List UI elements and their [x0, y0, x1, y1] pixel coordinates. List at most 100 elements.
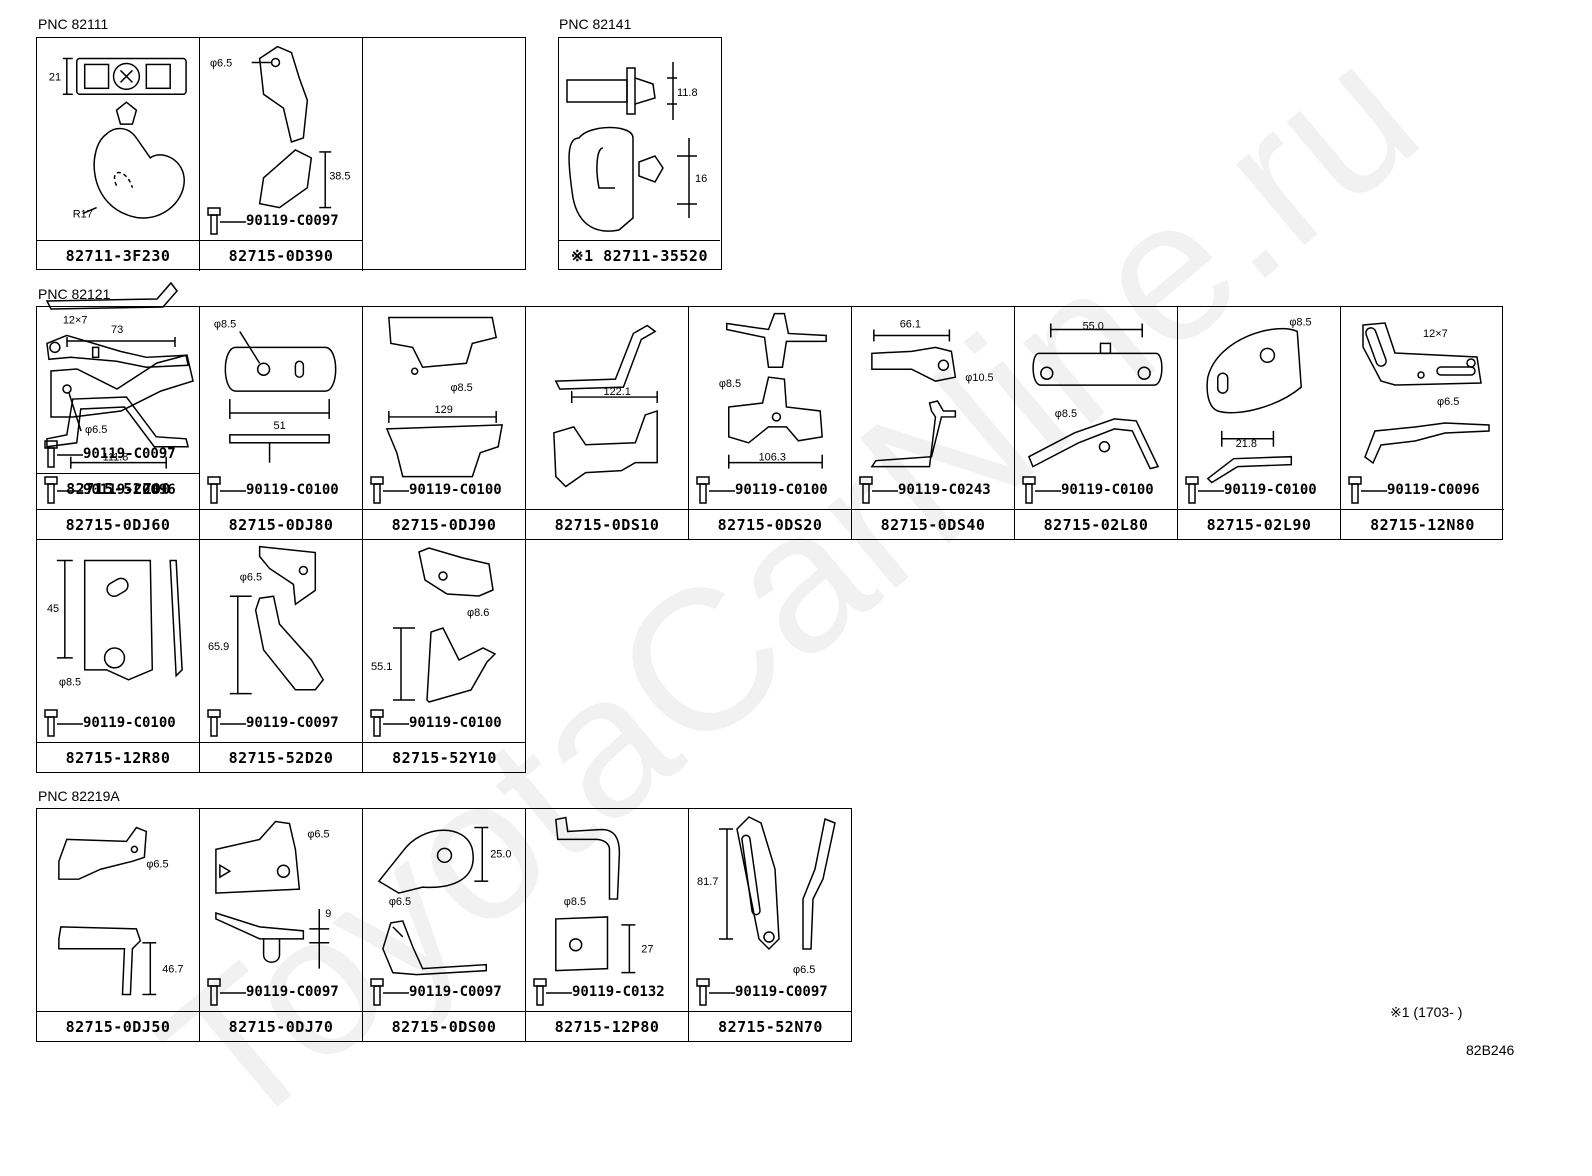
pnc-group-82111: 21 R17 82711-3F230 φ6.5 38.5 90119-C0097…	[36, 37, 526, 498]
part-cell[interactable]: 25.0 φ6.5 90119-C0097 82715-0DS00	[363, 809, 526, 1042]
dim-label: 129	[435, 404, 453, 416]
bolt-number: 90119-C0100	[83, 715, 176, 731]
bracket-drawing: φ8.5 129	[385, 316, 504, 478]
dim-label: 106.3	[759, 452, 786, 464]
part-cell[interactable]: φ6.5 9 90119-C0097 82715-0DJ70	[200, 809, 363, 1042]
dim-label: φ6.5	[210, 57, 232, 69]
bolt-icon	[44, 440, 83, 468]
bracket-drawing: 73 φ6.5	[45, 281, 194, 436]
bolt-number: 90119-C0132	[572, 984, 665, 1000]
dim-label: 55.1	[371, 661, 392, 673]
part-cell[interactable]: 12×7 111.8 90119-C0096 82715-0DJ60	[37, 307, 200, 540]
bolt-number: 90119-C0096	[83, 482, 176, 498]
part-cell[interactable]: φ6.5 38.5 90119-C0097 82715-0D390	[200, 38, 363, 271]
bolt-number: 90119-C0100	[409, 715, 502, 731]
part-cell[interactable]: φ6.5 46.7 82715-0DJ50	[37, 809, 200, 1042]
dim-label: φ8.5	[214, 318, 236, 330]
part-cell[interactable]: 81.7 φ6.5 90119-C0097 82715-52N70	[689, 809, 852, 1042]
part-cell[interactable]: φ8.6 55.1 90119-C0100 82715-52Y10	[363, 540, 526, 773]
dim-label: φ8.5	[1289, 317, 1311, 329]
part-cell[interactable]: φ8.5 129 90119-C0100 82715-0DJ90	[363, 307, 526, 540]
part-number: 82715-0DS20	[689, 509, 851, 540]
part-cell[interactable]: 73 φ6.5 90119-C0097 82715-52Z00	[37, 271, 200, 504]
dim-label: φ8.5	[564, 896, 586, 908]
dim-label: 25.0	[490, 848, 511, 860]
dim-label: 12×7	[63, 315, 88, 327]
dim-label: 55.0	[1083, 320, 1104, 332]
part-cell[interactable]: 21 R17 82711-3F230	[37, 38, 200, 271]
dim-label: φ6.5	[389, 896, 411, 908]
part-cell[interactable]: φ8.5 27 90119-C0132 82715-12P80	[526, 809, 689, 1042]
part-number: 82715-52D20	[200, 742, 362, 773]
part-cell[interactable]: 11.8 16 ※1 82711-35520	[559, 38, 720, 271]
part-cell[interactable]: φ8.5 51 90119-C0100 82715-0DJ80	[200, 307, 363, 540]
part-number: 82715-02L90	[1178, 509, 1340, 540]
pnc-group-82121-row1: 12×7 111.8 90119-C0096 82715-0DJ60 φ8.5 …	[36, 306, 1504, 540]
dim-label: 73	[111, 324, 123, 336]
part-cell[interactable]: 45 φ8.5 90119-C0100 82715-12R80	[37, 540, 200, 773]
dim-label: 16	[695, 173, 707, 185]
bolt-icon	[859, 476, 898, 504]
clip-drawing: 11.8 16	[566, 62, 707, 232]
bolt-icon	[370, 709, 409, 737]
part-number: 82715-52N70	[689, 1011, 852, 1042]
part-cell[interactable]: φ8.5 106.3 90119-C0100 82715-0DS20	[689, 307, 852, 540]
bracket-drawing: 81.7 φ6.5	[697, 816, 836, 976]
bolt-number: 90119-C0100	[246, 482, 339, 498]
dim-label: 51	[274, 420, 286, 432]
part-number: 82715-12N80	[1341, 509, 1504, 540]
dim-label: φ10.5	[965, 372, 993, 384]
dim-label: φ6.5	[307, 828, 329, 840]
part-cell[interactable]: 55.0 φ8.5 90119-C0100 82715-02L80	[1015, 307, 1178, 540]
part-cell[interactable]: φ6.5 65.9 90119-C0097 82715-52D20	[200, 540, 363, 773]
part-cell[interactable]: 12×7 φ6.5 90119-C0096 82715-12N80	[1341, 307, 1504, 540]
footnote: ※1 (1703- )	[1390, 1004, 1463, 1020]
pnc-group-82121-row2: 45 φ8.5 90119-C0100 82715-12R80 φ6.5 65.…	[36, 539, 526, 773]
dim-label: 11.8	[677, 87, 698, 99]
bolt-number: 90119-C0097	[246, 213, 339, 229]
bolt-number: 90119-C0096	[1387, 482, 1480, 498]
bracket-drawing: φ6.5 38.5	[210, 45, 350, 209]
bolt-number: 90119-C0097	[409, 984, 502, 1000]
dim-label: 81.7	[697, 876, 718, 888]
bracket-drawing: φ8.5 27	[555, 816, 653, 974]
bolt-icon	[370, 476, 409, 504]
bolt-icon	[533, 978, 572, 1006]
bolt-icon	[1022, 476, 1061, 504]
bolt-number: 90119-C0100	[409, 482, 502, 498]
pnc-label: PNC 82111	[38, 16, 109, 32]
dim-label: 27	[641, 944, 653, 956]
part-number: 82715-0DS40	[852, 509, 1014, 540]
part-number: 82715-02L80	[1015, 509, 1177, 540]
bolt-icon	[44, 476, 83, 504]
bracket-drawing: 12×7 111.8	[46, 315, 190, 469]
bracket-drawing: φ6.5 9	[215, 820, 331, 969]
part-cell[interactable]: 66.1 φ10.5 90119-C0243 82715-0DS40	[852, 307, 1015, 540]
bracket-drawing: φ8.5 106.3	[719, 312, 827, 469]
bracket-drawing: 122.1	[553, 324, 658, 488]
bolt-number: 90119-C0097	[83, 446, 176, 462]
part-number: 82715-0DJ70	[200, 1011, 362, 1042]
diagram-code: 82B246	[1466, 1042, 1515, 1058]
bolt-icon	[44, 709, 83, 737]
part-number: 82715-52Y10	[363, 742, 526, 773]
bolt-icon	[207, 709, 246, 737]
plate-drawing: 45 φ8.5	[47, 559, 183, 689]
plate-drawing: 55.0 φ8.5	[1027, 320, 1163, 470]
part-cell[interactable]: 122.1 82715-0DS10	[526, 307, 689, 540]
dim-label: φ6.5	[240, 571, 262, 583]
part-number: 82715-12P80	[526, 1011, 688, 1042]
part-number: 82715-52Z00	[37, 473, 200, 504]
dim-label: 46.7	[162, 964, 183, 976]
dim-label: φ8.5	[719, 378, 741, 390]
bracket-drawing: 12×7 φ6.5	[1362, 322, 1490, 465]
plate-drawing: φ8.5 51	[214, 318, 337, 463]
dim-label: 66.1	[900, 318, 921, 330]
pnc-label: PNC 82219A	[38, 788, 120, 804]
bracket-drawing: φ6.5 46.7	[58, 826, 183, 996]
bracket-drawing: φ8.6 55.1	[371, 547, 497, 703]
bolt-icon	[696, 978, 735, 1006]
part-cell[interactable]: φ8.5 21.8 90119-C0100 82715-02L90	[1178, 307, 1341, 540]
dim-label: φ8.6	[467, 607, 489, 619]
bolt-number: 90119-C0100	[1061, 482, 1154, 498]
